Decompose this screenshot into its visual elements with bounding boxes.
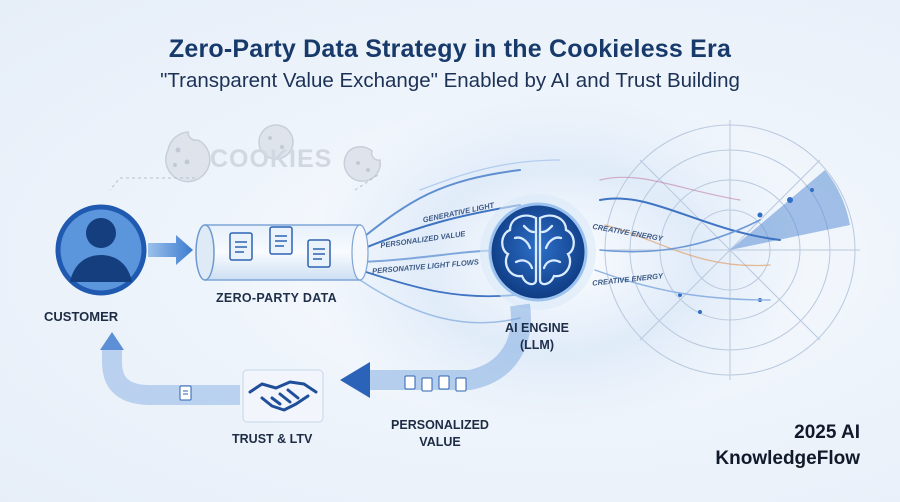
handshake-icon (242, 369, 324, 423)
brand-line1: 2025 AI (794, 422, 860, 443)
trust-ltv-label: TRUST & LTV (232, 432, 313, 446)
brand-line2: KnowledgeFlow (715, 448, 860, 469)
customer-avatar (55, 204, 147, 296)
ai-engine-label-line1: AI ENGINE (505, 321, 569, 335)
personalized-value-line2: VALUE (419, 435, 461, 449)
return-flow-arrow (340, 303, 531, 398)
ai-brain-icon (480, 194, 596, 310)
cookie-icon (165, 131, 211, 183)
page-title: Zero-Party Data Strategy in the Cookiele… (168, 35, 732, 63)
document-icon (179, 385, 192, 401)
page-subtitle: "Transparent Value Exchange" Enabled by … (160, 69, 740, 92)
light-flows (359, 159, 781, 324)
document-icon (307, 239, 331, 268)
ai-engine-label: AI ENGINE (LLM) (497, 320, 577, 354)
document-icon (269, 226, 293, 255)
cookie-connector (354, 174, 379, 191)
customer-label: CUSTOMER (44, 309, 119, 324)
cookie-icon (343, 145, 382, 182)
cookie-icon (258, 124, 294, 160)
zero-party-data-label: ZERO-PARTY DATA (216, 291, 337, 305)
brand-mark: 2025 AI KnowledgeFlow (715, 420, 860, 472)
arrow-to-data (148, 235, 193, 265)
document-icon (404, 375, 467, 392)
cookie-connector (109, 177, 195, 191)
personalized-value-label: PERSONALIZED VALUE (380, 417, 500, 451)
personalized-value-line1: PERSONALIZED (391, 418, 489, 432)
radar-graphic (600, 120, 860, 380)
loop-arrow (100, 332, 240, 405)
document-icon (229, 232, 253, 261)
ai-engine-label-line2: (LLM) (519, 338, 554, 352)
cookies-label: COOKIES (210, 145, 333, 173)
